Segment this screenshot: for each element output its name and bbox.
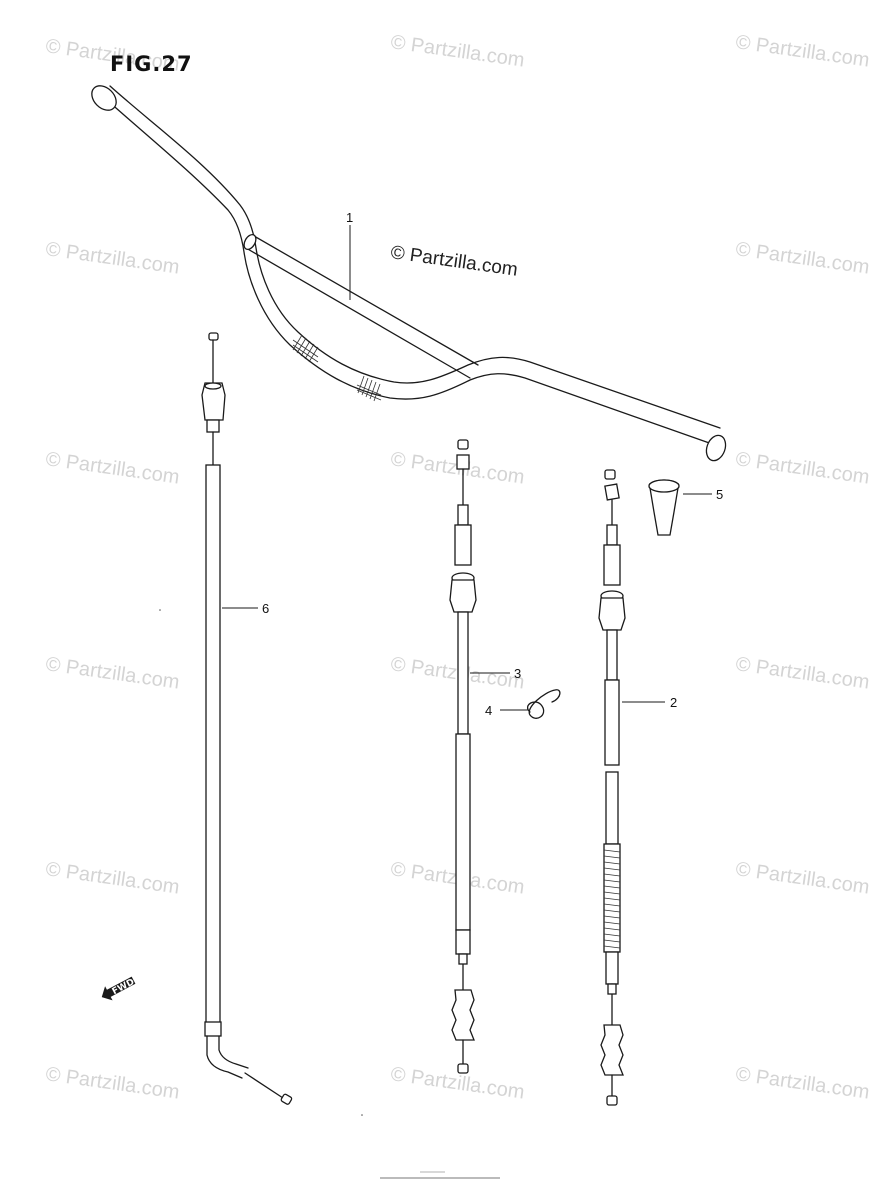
handlebar-crossbrace: [245, 247, 471, 379]
handlebar-end-right: [705, 434, 727, 462]
handlebar-tube: [109, 85, 721, 429]
cable-end-nipple: [208, 332, 219, 341]
cable-end-nipple: [457, 439, 469, 450]
handlebar: [91, 85, 727, 462]
watermark-text: © Partzilla.com: [44, 858, 181, 899]
cable-boot: [451, 989, 475, 1041]
clutch-cable-right: [598, 469, 626, 1106]
watermark-text: © Partzilla.com: [44, 653, 181, 694]
footer-fine-print: [380, 1171, 500, 1179]
cable-housing: [457, 611, 469, 735]
fwd-arrow: FWD: [101, 976, 136, 1001]
watermark-text: © Partzilla.com: [734, 31, 871, 72]
throttle-cable: [201, 332, 293, 1105]
handlebar-crossbrace: [253, 235, 479, 366]
cable-adjuster: [598, 597, 626, 631]
callout-2: 2: [670, 695, 677, 710]
cable-end-nipple: [280, 1093, 293, 1105]
watermark-text: © Partzilla.com: [734, 448, 871, 489]
rubber-boot-cover: [648, 479, 680, 536]
watermark-text: © Partzilla.com: [734, 1063, 871, 1104]
cable-end-nipple: [457, 1063, 469, 1074]
watermark-text: © Partzilla.com: [44, 448, 181, 489]
watermark-text: © Partzilla.com: [734, 858, 871, 899]
callout-6: 6: [262, 601, 269, 616]
watermark-text: © Partzilla.com: [44, 238, 181, 279]
cable-housing: [606, 629, 618, 681]
handlebar-end-left: [91, 85, 117, 111]
callout-1: 1: [346, 210, 353, 225]
cable-boot: [600, 1024, 624, 1076]
watermark-text: © Partzilla.com: [389, 31, 526, 72]
cable-clip: [527, 689, 561, 719]
callout-3: 3: [514, 666, 521, 681]
cable-end-nipple: [604, 469, 616, 480]
callout-4: 4: [485, 703, 492, 718]
watermark-text: © Partzilla.com: [734, 238, 871, 279]
handlebar-tube: [97, 91, 716, 446]
watermark-text: © Partzilla.com: [734, 653, 871, 694]
cable-adjuster: [449, 579, 477, 613]
cable-adjuster: [201, 382, 226, 421]
cable-end-nipple: [606, 1095, 618, 1106]
leader-lines: [222, 225, 712, 711]
center-watermark: © Partzilla.com: [389, 242, 519, 281]
clutch-cable-center: [449, 439, 477, 1074]
knurl-band: [292, 334, 382, 402]
fwd-arrow-icon: [101, 976, 136, 1001]
cable-housing: [205, 464, 221, 1026]
figure-title: FIG.27: [110, 52, 193, 76]
watermark-text: © Partzilla.com: [44, 1063, 181, 1104]
crossbrace-end: [243, 233, 257, 251]
callout-5: 5: [716, 487, 723, 502]
fwd-label: FWD: [111, 977, 136, 997]
